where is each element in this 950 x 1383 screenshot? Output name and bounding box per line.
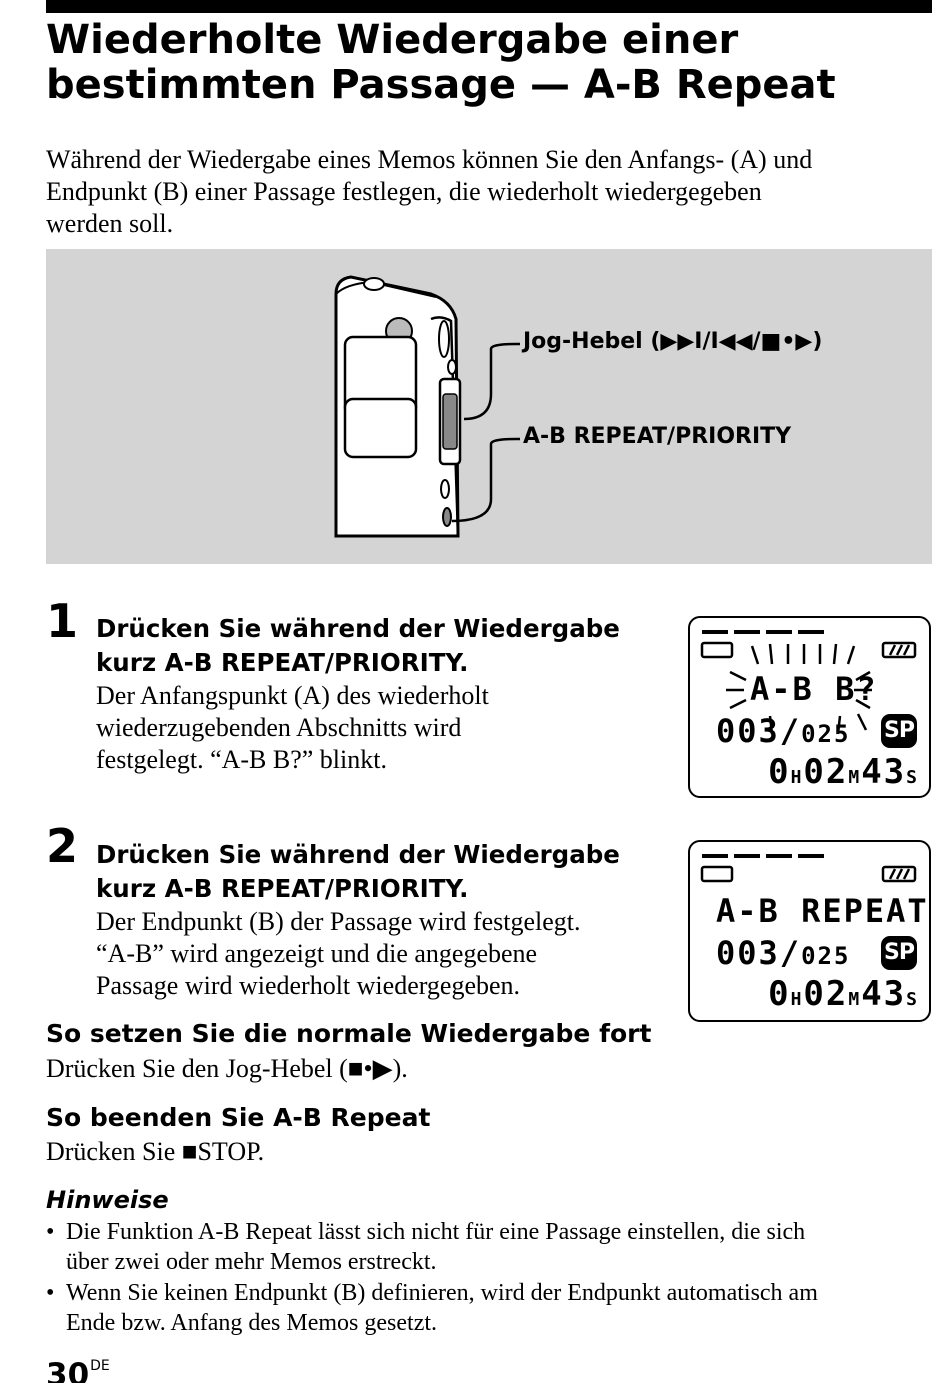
device-illustration: Jog-Hebel (▶▶I/I◀◀/■•▶) A-B REPEAT/PRIOR… <box>46 249 932 564</box>
page-language-suffix: DE <box>90 1358 110 1374</box>
step-heading: Drücken Sie während der Wiedergabe kurz … <box>96 612 620 680</box>
step-number: 2 <box>46 819 79 873</box>
intro-line: Endpunkt (B) einer Passage festlegen, di… <box>46 177 762 206</box>
step-number: 1 <box>46 594 79 648</box>
step-heading: Drücken Sie während der Wiedergabe kurz … <box>96 838 620 906</box>
resume-heading: So setzen Sie die normale Wiedergabe for… <box>46 1019 652 1048</box>
intro-line: werden soll. <box>46 209 174 238</box>
step-heading-line: Drücken Sie während der Wiedergabe <box>96 614 620 643</box>
title-line-1: Wiederholte Wiedergabe einer <box>46 17 739 63</box>
step-description: Der Endpunkt (B) der Passage wird festge… <box>96 906 580 1002</box>
top-rule <box>46 0 932 13</box>
step-body-line: “A-B” wird angezeigt und die angegebene <box>96 939 538 968</box>
step-body-line: Der Endpunkt (B) der Passage wird festge… <box>96 907 581 936</box>
note-item: • Die Funktion A-B Repeat lässt sich nic… <box>46 1217 936 1277</box>
sp-mode-badge: SP <box>881 936 917 970</box>
intro-paragraph: Während der Wiedergabe eines Memos könne… <box>46 144 936 240</box>
step-heading-line: kurz A-B REPEAT/PRIORITY. <box>96 874 469 903</box>
jog-lever-label: Jog-Hebel (▶▶I/I◀◀/■•▶) <box>523 329 823 354</box>
ab-repeat-label: A-B REPEAT/PRIORITY <box>523 424 792 449</box>
bullet: • <box>46 1219 55 1245</box>
lcd-time: 0H02M43S <box>768 752 919 792</box>
recorder-drawing <box>334 275 520 538</box>
lcd-segments <box>700 630 917 735</box>
intro-line: Während der Wiedergabe eines Memos könne… <box>46 145 813 174</box>
end-repeat-heading: So beenden Sie A-B Repeat <box>46 1103 431 1132</box>
notes-heading: Hinweise <box>46 1186 169 1214</box>
step-description: Der Anfangspunkt (A) des wiederholt wied… <box>96 680 489 776</box>
step-body-line: festgelegt. “A-B B?” blinkt. <box>96 745 387 774</box>
note-line: Ende bzw. Anfang des Memos gesetzt. <box>66 1310 438 1336</box>
step-body-line: wiederzugebenden Abschnitts wird <box>96 713 462 742</box>
step-body-line: Der Anfangspunkt (A) des wiederholt <box>96 681 489 710</box>
step-body-line: Passage wird wiederholt wiedergegeben. <box>96 971 521 1000</box>
lcd-status-text: A-B B? <box>750 670 878 708</box>
end-repeat-text: Drücken Sie ■STOP. <box>46 1137 265 1166</box>
lcd-status-text: A-B REPEAT <box>716 892 929 930</box>
note-line: über zwei oder mehr Memos erstreckt. <box>66 1249 437 1275</box>
resume-text: Drücken Sie den Jog-Hebel (■•▶). <box>46 1054 408 1083</box>
lcd-display-step-2: A-B REPEAT 003/025 SP 0H02M43S <box>688 840 931 1022</box>
page-number: 30DE <box>46 1357 110 1383</box>
note-line: Wenn Sie keinen Endpunkt (B) definieren,… <box>66 1280 818 1306</box>
sp-mode-badge: SP <box>881 714 917 748</box>
step-heading-line: kurz A-B REPEAT/PRIORITY. <box>96 648 469 677</box>
note-item: • Wenn Sie keinen Endpunkt (B) definiere… <box>46 1278 936 1338</box>
bullet: • <box>46 1280 55 1306</box>
lcd-counter: 003/025 <box>716 712 851 750</box>
note-line: Die Funktion A-B Repeat lässt sich nicht… <box>66 1219 806 1245</box>
step-heading-line: Drücken Sie während der Wiedergabe <box>96 840 620 869</box>
lcd-segments <box>700 854 917 883</box>
lcd-time: 0H02M43S <box>768 974 919 1014</box>
lcd-counter: 003/025 <box>716 934 851 972</box>
page-title: Wiederholte Wiedergabe einer bestimmten … <box>46 18 932 108</box>
title-line-2: bestimmten Passage — A-B Repeat <box>46 62 836 108</box>
lcd-display-step-1: A-B B? 003/025 SP 0H02M43S <box>688 616 931 798</box>
